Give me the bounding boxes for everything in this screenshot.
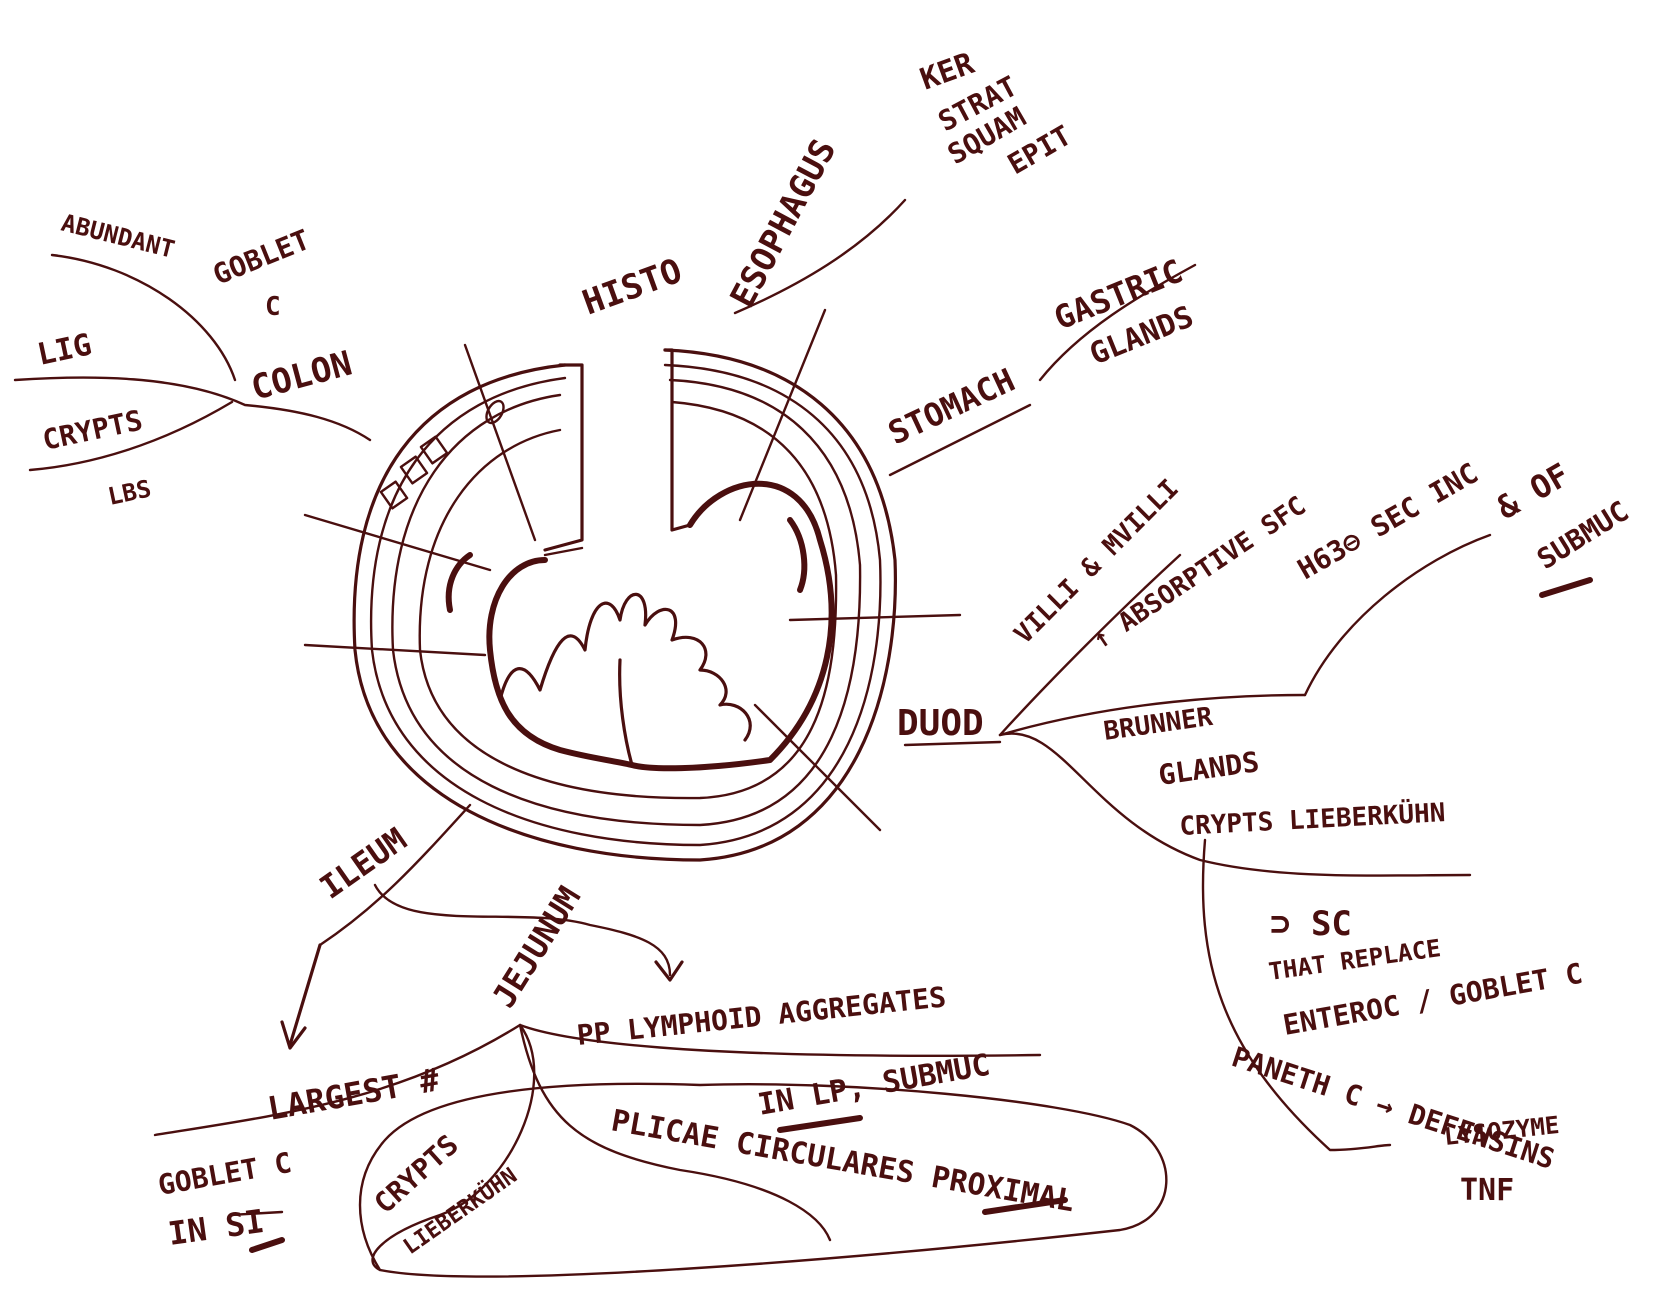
label-pp: PP LYMPHOID AGGREGATES (575, 980, 947, 1052)
label-crypts-duod: CRYPTS LIEBERKÜHN (1179, 795, 1446, 842)
underlines (228, 577, 1593, 1253)
label-goblet-colon: GOBLET (208, 223, 314, 291)
labels: HISTO ESOPHAGUS KER STRAT SQUAM EPIT STO… (34, 46, 1634, 1260)
label-submuc-duod: SUBMUC (1531, 494, 1634, 576)
label-tnf: TNF (1460, 1173, 1514, 1208)
label-ileum: ILEUM (313, 820, 414, 906)
label-in-si: IN SI (166, 1202, 267, 1253)
label-jejunum: JEJUNUM (485, 880, 589, 1015)
label-sec-inc: H63⊖ SEC INC (1292, 456, 1484, 586)
label-abundant: ABUNDANT (59, 209, 178, 264)
label-of: & OF (1490, 455, 1576, 526)
label-colon: COLON (247, 344, 356, 409)
label-brunner-glands: GLANDS (1156, 745, 1261, 792)
gut-cross-section (303, 308, 962, 862)
label-stomach: STOMACH (882, 361, 1020, 452)
label-sc: ⊃ SC (1270, 904, 1352, 944)
label-cell-colon: C (265, 292, 281, 322)
label-lig: LIG (34, 327, 94, 373)
label-lbs: LBS (105, 474, 153, 510)
label-goblet-si: GOBLET C (155, 1146, 294, 1202)
label-paneth: PANETH C → DEFENSINS (1228, 1040, 1559, 1176)
label-duod: DUOD (897, 703, 984, 744)
label-histo: HISTO (577, 251, 687, 324)
label-in-lp: IN LP, SUBMUC (755, 1048, 992, 1123)
connector-lines (13, 198, 1492, 1278)
label-esophagus: ESOPHAGUS (723, 133, 845, 314)
